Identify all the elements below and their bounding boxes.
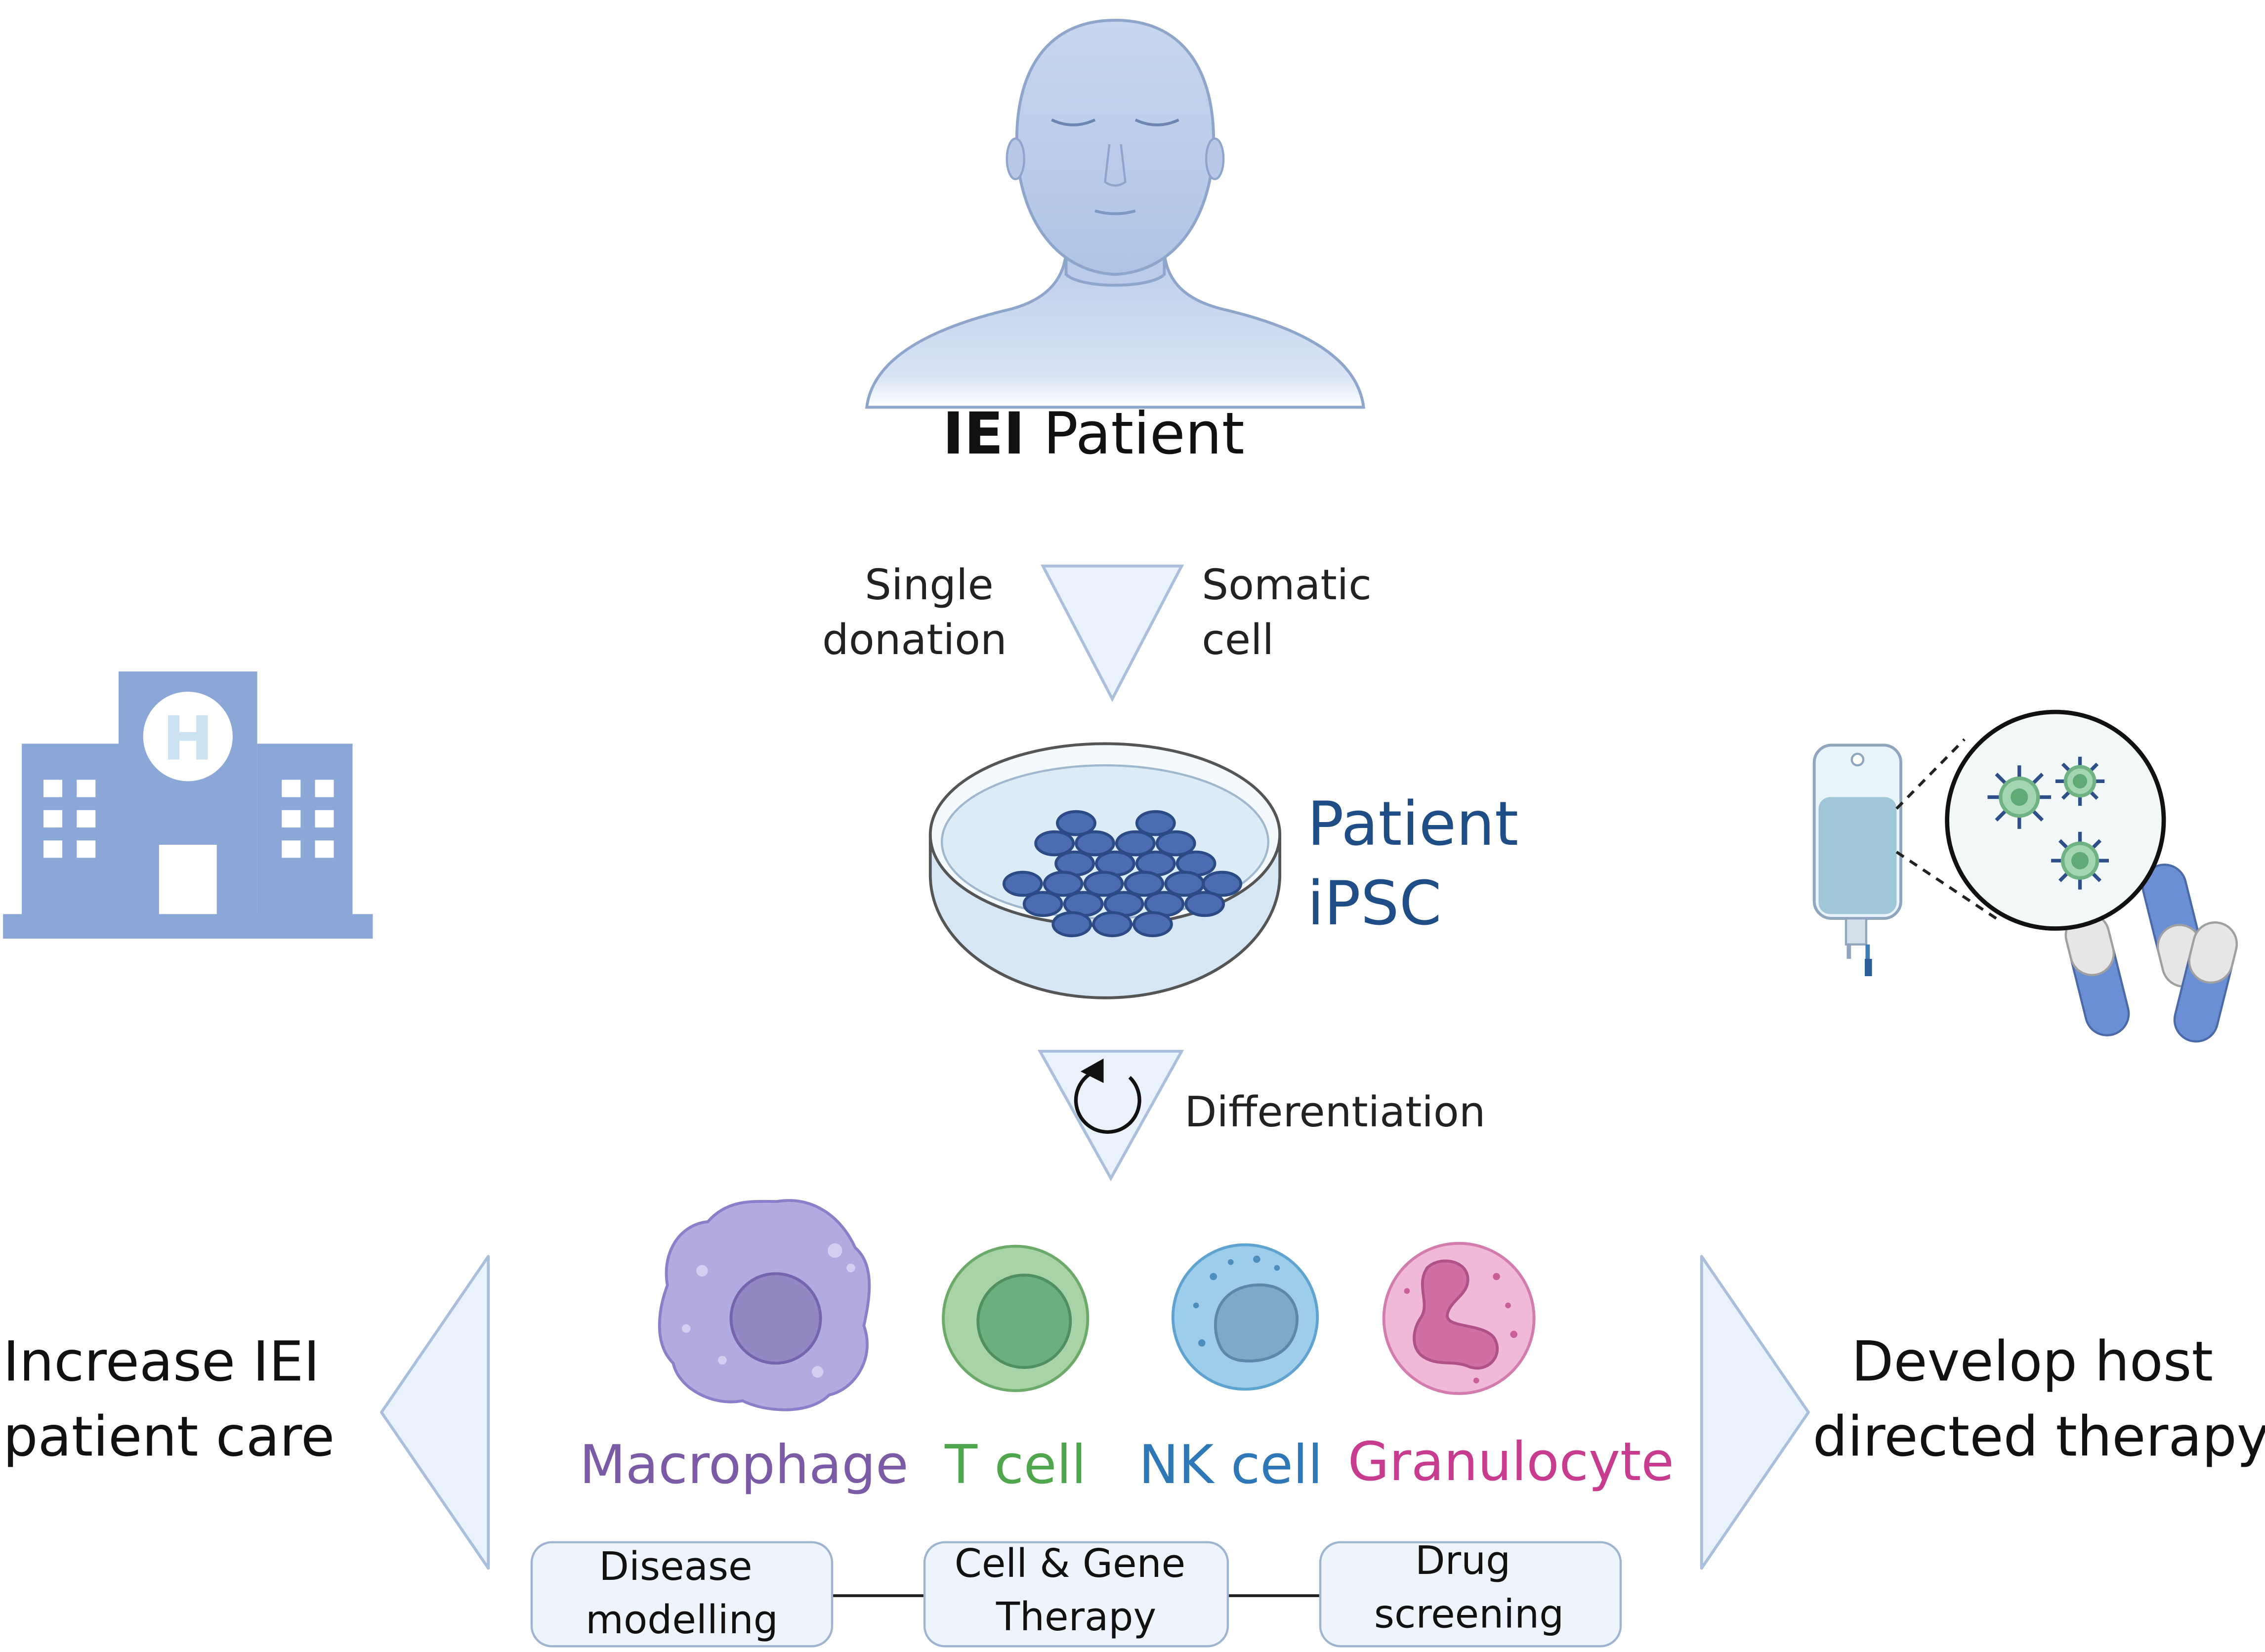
cell-gene-therapy-box: Cell & Gene Therapy <box>923 1541 1229 1648</box>
hospital-sign: H <box>163 703 213 774</box>
t-cell-icon <box>942 1244 1090 1392</box>
somatic-cell-label: Somatic cell <box>1202 560 1384 664</box>
patient-ipsc-label: Patient iPSC <box>1307 788 1538 939</box>
patient-label: IEI Patient <box>943 400 1245 467</box>
svg-text:Cell & Gene Therapy: Cell & Gene Therapy <box>955 1541 1198 1640</box>
macrophage-label: Macrophage <box>580 1434 909 1496</box>
right-connector <box>1437 299 2014 1303</box>
t-cell-label: T cell <box>944 1434 1087 1496</box>
petri-dish <box>928 742 1282 999</box>
granulocyte-icon <box>1382 1241 1536 1395</box>
macrophage-icon <box>658 1199 871 1411</box>
ipsc-colony <box>1002 810 1243 938</box>
right-arrow-triangle <box>1700 1255 1810 1570</box>
disease-modelling-box: Disease modelling <box>530 1541 834 1648</box>
single-donation-label: Single donation <box>822 560 1007 664</box>
magnifier-circle <box>1945 709 2166 931</box>
svg-text:Drug screening: Drug screening <box>1374 1538 1564 1637</box>
magnifier-connector <box>1895 738 1997 920</box>
patient-bust <box>865 18 1366 409</box>
left-connector <box>180 296 766 1303</box>
down-arrow-triangle <box>1040 564 1184 702</box>
differentiation-arrow <box>1037 1050 1184 1182</box>
therapeutic-cell-3 <box>2051 831 2109 890</box>
hospital-icon <box>3 671 373 939</box>
right-outcome-label: Develop host directed therapy <box>1813 1330 2265 1469</box>
therapeutic-cell-2 <box>2055 756 2105 806</box>
differentiation-label: Differentiation <box>1184 1087 1485 1136</box>
granulocyte-label: Granulocyte <box>1348 1431 1674 1493</box>
svg-text:Disease modelling: Disease modelling <box>586 1544 778 1643</box>
nk-cell-icon <box>1171 1243 1319 1391</box>
left-outcome-label: Increase IEI patient care <box>3 1330 337 1469</box>
iv-bag-icon <box>1812 743 1902 976</box>
drug-screening-box: Drug screening <box>1319 1538 1622 1648</box>
therapeutic-cell-1 <box>1987 765 2052 829</box>
nk-cell-label: NK cell <box>1139 1434 1323 1496</box>
left-arrow-triangle <box>380 1255 490 1570</box>
pill-capsules-icon <box>2064 864 2238 1043</box>
